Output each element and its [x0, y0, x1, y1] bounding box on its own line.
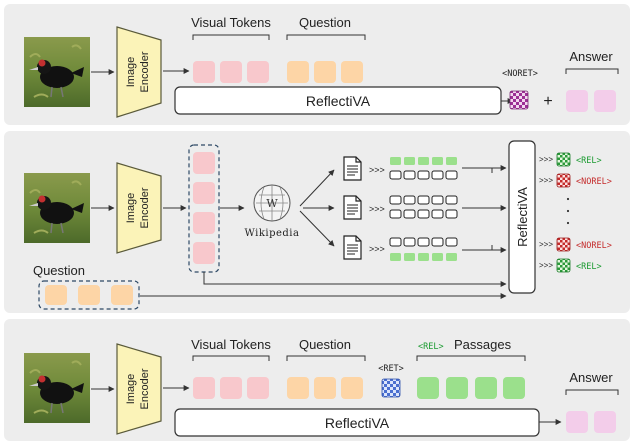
rel-token [556, 258, 571, 273]
rel-label: <REL> [576, 262, 602, 272]
question-label: Question [299, 15, 351, 30]
arrow-icon [299, 210, 335, 247]
question-bracket [286, 34, 366, 40]
question-token [314, 61, 336, 83]
norel-token [556, 173, 571, 188]
bird-photo [23, 352, 91, 424]
passage-token [503, 377, 525, 399]
image-encoder [116, 343, 162, 435]
norel-label: <NOREL> [576, 177, 612, 187]
question-label: Question [299, 337, 351, 352]
answer-label: Answer [569, 370, 613, 385]
visual-tokens-label: Visual Tokens [191, 15, 271, 30]
question-token [341, 377, 363, 399]
rel-token [556, 152, 571, 167]
visual-token [220, 377, 242, 399]
rel-tag-label: <REL> [418, 342, 444, 352]
question-token [287, 61, 309, 83]
question-label: Question [33, 263, 85, 278]
question-token [341, 61, 363, 83]
encoder-label-2: Encoder [139, 51, 151, 92]
encoder-label-2: Encoder [139, 368, 151, 409]
visual-token [193, 152, 215, 174]
chevrons: >>> [539, 261, 553, 270]
visual-tokens-label: Visual Tokens [191, 337, 271, 352]
reflectiva-label: ReflectiVA [515, 187, 530, 247]
answer-token [566, 90, 588, 112]
noret-token [509, 90, 529, 110]
visual-token [220, 61, 242, 83]
ret-token [381, 378, 401, 398]
visual-token [193, 377, 215, 399]
wikipedia-globe-icon: W [253, 184, 291, 222]
encoder-label-1: Image [125, 57, 137, 88]
document-icon [343, 235, 362, 260]
norel-label: <NOREL> [576, 241, 612, 251]
passage-tokens [389, 237, 458, 261]
image-encoder [116, 162, 162, 254]
image-encoder [116, 26, 162, 118]
passage-token [417, 377, 439, 399]
bird-photo [23, 172, 91, 244]
ret-label: <RET> [378, 364, 404, 374]
question-bracket [286, 355, 366, 361]
visual-token [193, 212, 215, 234]
visual-token [193, 182, 215, 204]
arrow-icon [299, 169, 335, 207]
rel-label: <REL> [576, 156, 602, 166]
svg-text:W: W [266, 197, 278, 210]
encoder-label-2: Encoder [139, 187, 151, 228]
plus-sign: + [543, 93, 552, 110]
question-token [287, 377, 309, 399]
visual-token [193, 61, 215, 83]
answer-token [566, 411, 588, 433]
passages-label: Passages [454, 337, 512, 352]
visual-tokens-bracket [192, 34, 270, 40]
question-token [111, 285, 133, 305]
document-icon [343, 156, 362, 181]
chevrons: >>> [539, 176, 553, 185]
answer-token [594, 411, 616, 433]
passages-bracket [416, 355, 526, 361]
visual-tokens-bracket [192, 355, 270, 361]
reflectiva-label: ReflectiVA [306, 93, 371, 109]
passage-tokens [389, 157, 458, 180]
reflectiva-label: ReflectiVA [325, 415, 390, 431]
question-token [78, 285, 100, 305]
question-group [38, 280, 140, 310]
wikipedia-label: Wikipedia [245, 228, 300, 239]
answer-label: Answer [569, 49, 613, 64]
ellipsis-dot [566, 197, 570, 201]
norel-token [556, 237, 571, 252]
chevrons: >>> [369, 204, 385, 214]
encoder-label-1: Image [125, 193, 137, 224]
passage-token [475, 377, 497, 399]
bird-photo [23, 36, 91, 108]
chevrons: >>> [369, 244, 385, 254]
chevrons: >>> [369, 165, 385, 175]
reflectiva-vertical-box [508, 140, 536, 294]
ellipsis-dot [566, 209, 570, 213]
document-icon [343, 195, 362, 220]
answer-token [594, 90, 616, 112]
chevrons: >>> [539, 155, 553, 164]
visual-token [193, 242, 215, 264]
answer-bracket [565, 68, 619, 74]
encoder-label-1: Image [125, 374, 137, 405]
ellipsis-dot [566, 221, 570, 225]
question-token [45, 285, 67, 305]
noret-label: <NORET> [502, 69, 538, 79]
arrow-icon [203, 272, 504, 285]
passage-token [446, 377, 468, 399]
visual-token [247, 61, 269, 83]
answer-bracket [565, 389, 619, 395]
chevrons: >>> [539, 240, 553, 249]
passage-tokens [389, 195, 458, 219]
visual-token [247, 377, 269, 399]
question-token [314, 377, 336, 399]
